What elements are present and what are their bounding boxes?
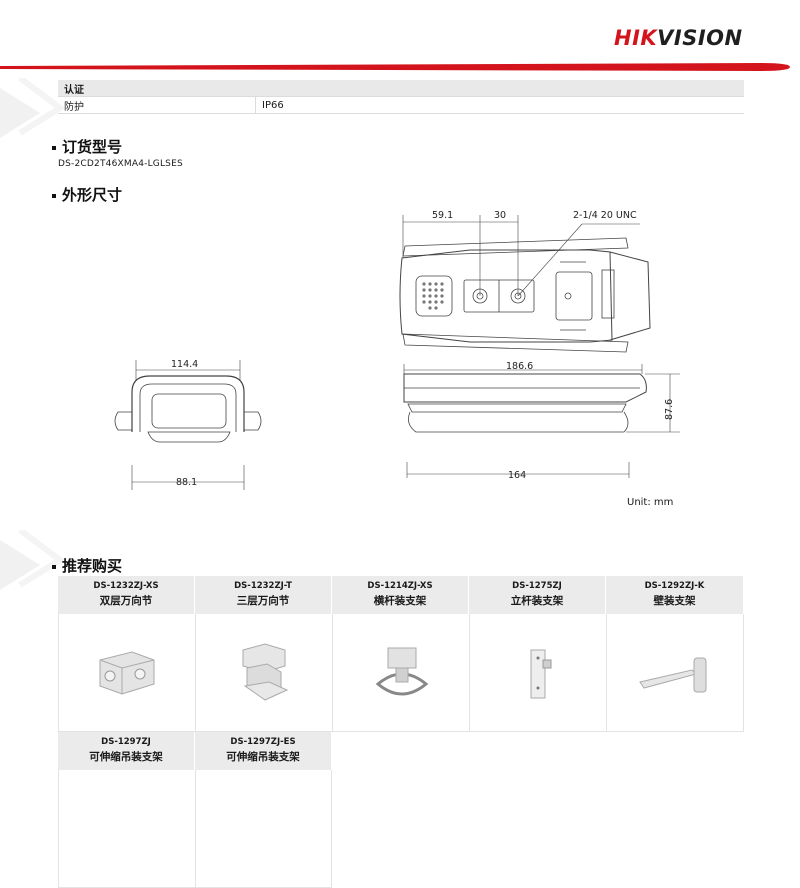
- camera-side-view: [403, 373, 647, 433]
- bullet-icon: [52, 145, 56, 150]
- spec-value: IP66: [255, 96, 744, 114]
- red-header-bar: [0, 63, 790, 71]
- accessories-image-row-2: [58, 770, 744, 888]
- unit-label: Unit: mm: [627, 497, 674, 508]
- dim-label-30: 30: [494, 210, 506, 221]
- dim-label-87-6: 87.6: [664, 399, 675, 420]
- accessory-code: DS-1214ZJ-XS: [367, 581, 433, 591]
- accessories-grid: DS-1232ZJ-XS 双层万向节 DS-1232ZJ-T 三层万向节 DS-…: [58, 576, 744, 888]
- spec-table: 认证 防护 IP66: [58, 80, 744, 114]
- triple-gimbal-mount-image: [242, 642, 289, 701]
- accessory-header: DS-1232ZJ-T 三层万向节: [195, 576, 332, 614]
- accessory-code: DS-1292ZJ-K: [644, 581, 705, 591]
- accessory-header: DS-1297ZJ 可伸缩吊装支架: [58, 732, 195, 770]
- spec-header-row: 认证: [58, 80, 744, 97]
- dim-label-59-1: 59.1: [432, 210, 453, 221]
- accessory-code: DS-1232ZJ-XS: [93, 581, 159, 591]
- accessory-name: 壁装支架: [653, 595, 696, 607]
- accessory-header: DS-1297ZJ-ES 可伸缩吊装支架: [195, 732, 332, 770]
- accessory-header: DS-1232ZJ-XS 双层万向节: [58, 576, 195, 614]
- accessory-name: 可伸缩吊装支架: [226, 751, 300, 763]
- dimension-drawing: 59.1 30 2-1/4 20 UNC 114.4 88.1 186.6 16…: [114, 210, 680, 490]
- accessory-header: DS-1292ZJ-K 壁装支架: [606, 576, 744, 614]
- accessory-code: DS-1297ZJ: [101, 737, 151, 747]
- bullet-icon: [52, 193, 56, 198]
- dim-label-thread: 2-1/4 20 UNC: [573, 210, 637, 221]
- spec-header: 认证: [58, 80, 744, 97]
- accessory-name: 横杆装支架: [373, 595, 427, 607]
- dim-label-164: 164: [508, 470, 526, 481]
- accessory-image-cell: [606, 614, 744, 732]
- spec-row: 防护 IP66: [58, 96, 744, 114]
- hikvision-logo: HIKVISION: [614, 26, 743, 50]
- accessory-code: DS-1297ZJ-ES: [230, 737, 296, 747]
- accessories-header-row: DS-1232ZJ-XS 双层万向节 DS-1232ZJ-T 三层万向节 DS-…: [58, 576, 744, 614]
- accessory-image-cell: [469, 614, 606, 732]
- logo-hik: HIK: [614, 26, 658, 50]
- accessory-header: DS-1214ZJ-XS 横杆装支架: [332, 576, 469, 614]
- spec-label: 防护: [58, 96, 256, 114]
- accessory-image-cell: [58, 770, 195, 888]
- horizontal-pole-mount-image: [375, 647, 429, 695]
- accessory-name: 立杆装支架: [510, 595, 564, 607]
- accessory-name: 双层万向节: [99, 595, 153, 607]
- accessories-image-row: [58, 614, 744, 732]
- accessory-image-cell: [58, 614, 195, 732]
- accessory-name: 三层万向节: [236, 595, 290, 607]
- accessory-image-cell: [332, 614, 469, 732]
- accessory-image-cell: [195, 770, 332, 888]
- side-dimension-lines: [403, 364, 680, 478]
- front-dimension-lines: [131, 360, 245, 490]
- order-model-number: DS-2CD2T46XMA4-LGLSES: [58, 159, 183, 169]
- accessory-image-cell: [195, 614, 332, 732]
- dim-label-186-6: 186.6: [506, 361, 533, 372]
- dim-label-114-4: 114.4: [171, 359, 198, 370]
- camera-top-view: [399, 237, 651, 353]
- accessory-header: DS-1275ZJ 立杆装支架: [469, 576, 606, 614]
- accessories-header-row-2: DS-1297ZJ 可伸缩吊装支架 DS-1297ZJ-ES 可伸缩吊装支架: [58, 732, 744, 770]
- accessories-section-title: 推荐购买: [52, 555, 122, 576]
- vertical-pole-mount-image: [530, 649, 552, 698]
- order-section-title: 订货型号: [52, 136, 122, 157]
- camera-front-view: [114, 375, 262, 443]
- accessory-code: DS-1275ZJ: [512, 581, 562, 591]
- accessory-name: 可伸缩吊装支架: [89, 751, 163, 763]
- accessory-code: DS-1232ZJ-T: [234, 581, 292, 591]
- dimension-section-title: 外形尺寸: [52, 184, 122, 205]
- logo-vision: VISION: [657, 26, 743, 50]
- wall-mount-image: [639, 657, 707, 692]
- dim-label-88-1: 88.1: [176, 477, 197, 488]
- watermark-decoration-2: [0, 530, 66, 590]
- double-gimbal-mount-image: [99, 650, 155, 695]
- top-dimension-lines: [402, 215, 640, 297]
- bullet-icon: [52, 564, 56, 569]
